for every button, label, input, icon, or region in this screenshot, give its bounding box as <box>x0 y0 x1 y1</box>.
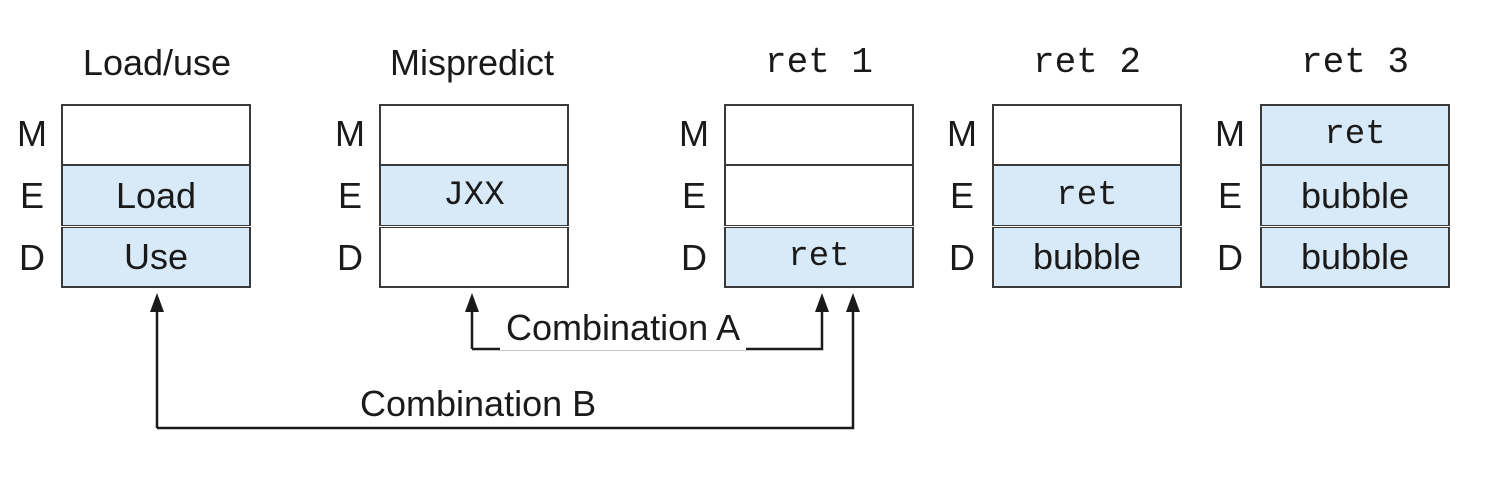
combination-b-connector <box>157 298 855 430</box>
cell-ret-2-e: ret <box>992 165 1182 226</box>
combination-b-arrowhead-right <box>846 293 860 312</box>
stage-label-d: D <box>1217 237 1243 278</box>
cell-mispredict-m <box>379 104 569 165</box>
combination-a-label: Combination A <box>500 306 747 350</box>
stage-label-m: M <box>1215 113 1245 154</box>
stage-label-d: D <box>337 237 363 278</box>
combination-a-arrowhead-left <box>465 293 479 312</box>
combination-a-arrowhead-right <box>815 293 829 312</box>
combination-b-arrowhead-left <box>150 293 164 312</box>
cell-load-use-m <box>61 104 251 165</box>
column-title-ret-3: ret 3 <box>1300 42 1410 83</box>
stage-label-d: D <box>19 237 45 278</box>
stage-label-e: E <box>19 175 44 216</box>
stage-label-e: E <box>1217 175 1242 216</box>
stage-label-m: M <box>947 113 977 154</box>
cell-ret-3-e: bubble <box>1260 165 1450 226</box>
column-title-ret-1: ret 1 <box>764 42 874 83</box>
stage-label-d: D <box>949 237 975 278</box>
column-title-load-use: Load/use <box>82 42 232 83</box>
cell-ret-2-d: bubble <box>992 227 1182 288</box>
column-title-mispredict: Mispredict <box>389 42 555 83</box>
combination-b-label: Combination B <box>356 382 601 426</box>
cell-load-use-e: Load <box>61 165 251 226</box>
cell-ret-3-d: bubble <box>1260 227 1450 288</box>
cell-mispredict-d <box>379 227 569 288</box>
cell-mispredict-e: JXX <box>379 165 569 226</box>
cell-ret-3-m: ret <box>1260 104 1450 165</box>
stage-label-m: M <box>17 113 47 154</box>
stage-label-e: E <box>337 175 362 216</box>
stage-label-e: E <box>949 175 974 216</box>
stage-label-m: M <box>679 113 709 154</box>
cell-ret-1-d: ret <box>724 227 914 288</box>
stage-label-d: D <box>681 237 707 278</box>
cell-ret-2-m <box>992 104 1182 165</box>
cell-load-use-d: Use <box>61 227 251 288</box>
stage-label-e: E <box>681 175 706 216</box>
cell-ret-1-e <box>724 165 914 226</box>
cell-ret-1-m <box>724 104 914 165</box>
stage-label-m: M <box>335 113 365 154</box>
column-title-ret-2: ret 2 <box>1032 42 1142 83</box>
